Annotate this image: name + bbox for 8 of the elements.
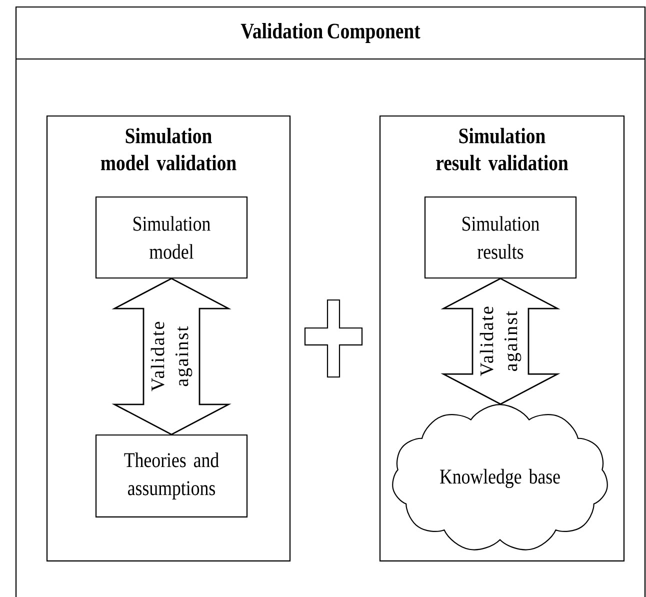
edge-label: Validate against: [480, 306, 522, 376]
plus-sign: [304, 299, 363, 378]
process-box: Simulation results: [424, 196, 577, 279]
edge-label: Validate against: [150, 322, 192, 392]
block-arrow: [440, 278, 560, 405]
process-box: Simulation model: [95, 196, 248, 279]
block-arrow: [112, 278, 232, 436]
process-box: Theories and assumptions: [95, 434, 248, 518]
